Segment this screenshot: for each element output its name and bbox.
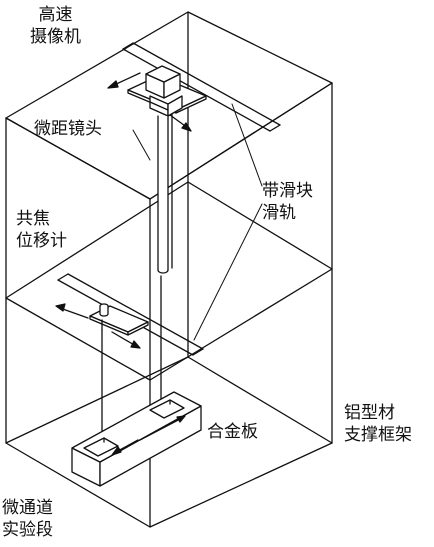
top-slide-rail <box>122 42 281 132</box>
label-alloy-plate: 合金板 <box>207 422 258 442</box>
leader-lines <box>132 103 263 341</box>
macro-lens <box>157 113 173 274</box>
alloy-plate <box>71 391 202 487</box>
support-frame <box>5 11 333 528</box>
label-confocal-sensor: 共焦 位移计 <box>16 209 67 251</box>
confocal-sensor <box>89 303 149 336</box>
label-slider-rail: 带滑块 滑轨 <box>262 181 313 223</box>
high-speed-camera <box>127 65 207 117</box>
label-microchannel-section: 微通道 实验段 <box>2 498 53 540</box>
label-aluminum-frame: 铝型材 支撑框架 <box>344 403 412 445</box>
label-macro-lens: 微距镜头 <box>34 119 102 139</box>
label-high-speed-camera: 高速 摄像机 <box>30 5 81 47</box>
motion-arrows <box>55 72 192 456</box>
vertical-guides <box>101 275 162 445</box>
